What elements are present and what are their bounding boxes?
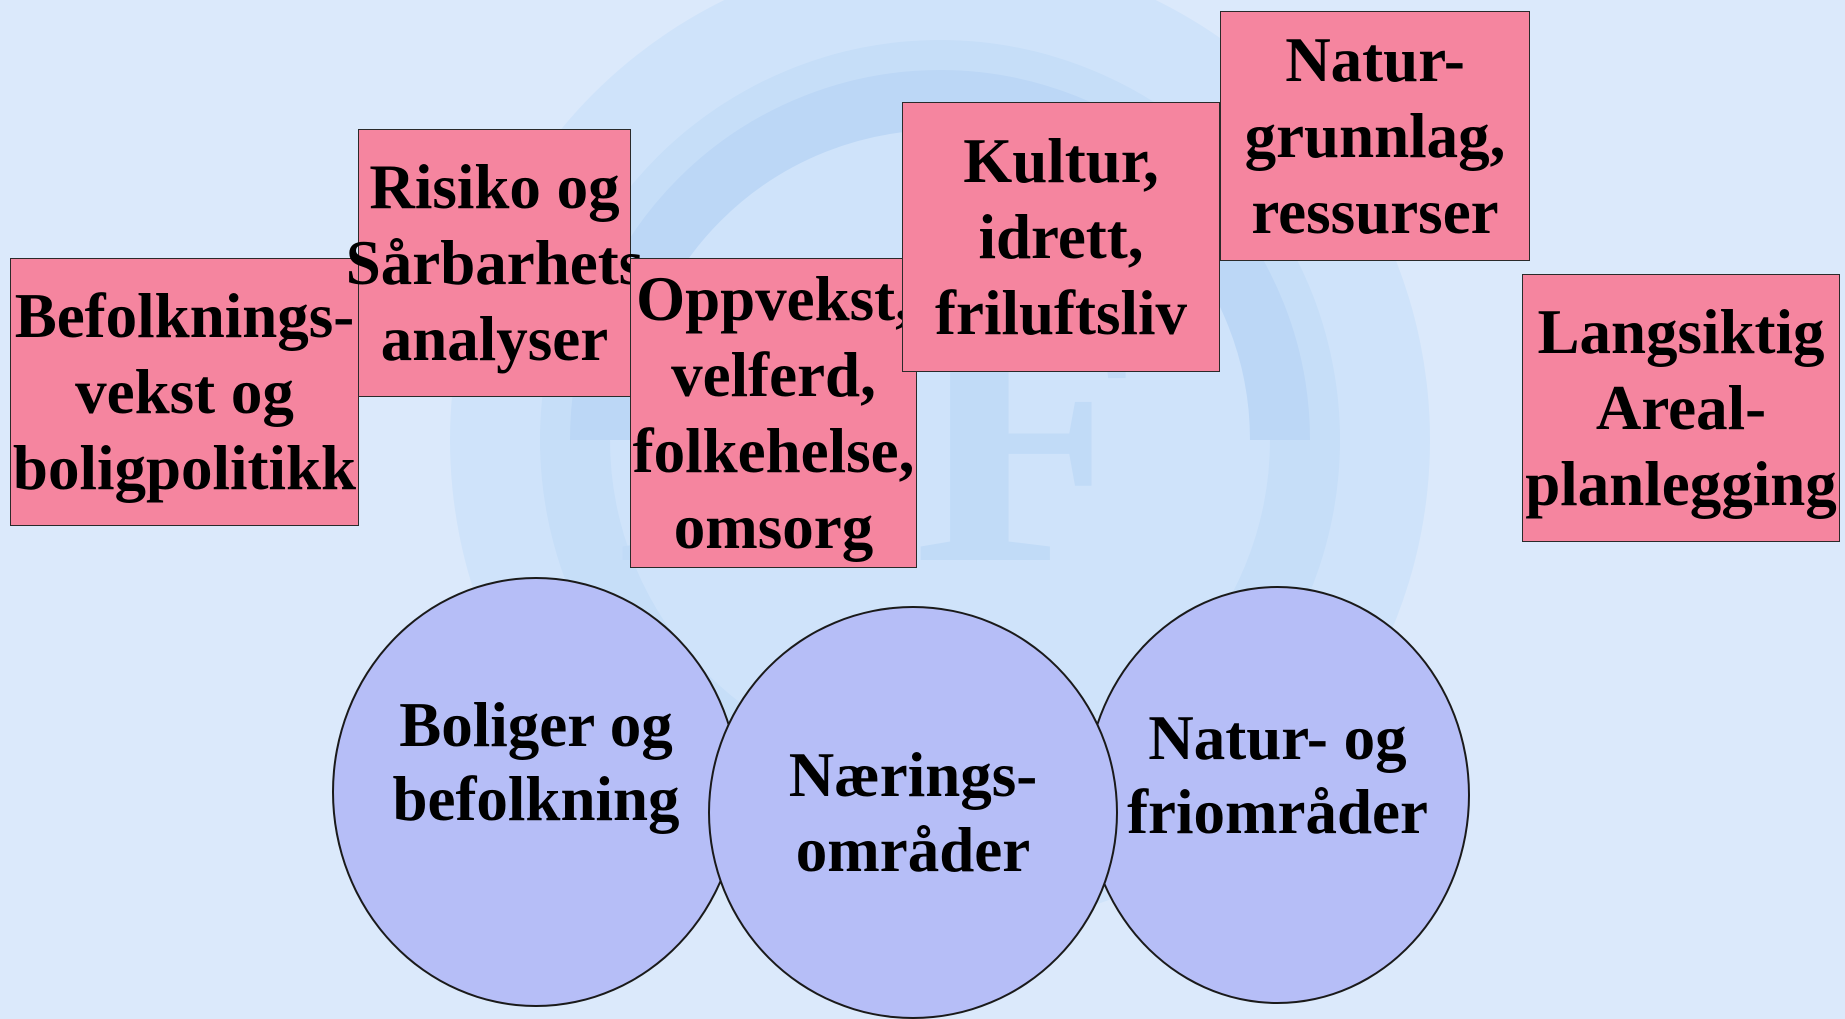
naeringsomrader-circle: Nærings- områder	[708, 606, 1118, 1019]
boliger-befolkning-circle: Boliger og befolkning	[332, 577, 740, 1007]
langsiktig-arealplanlegging-box: Langsiktig Areal- planlegging	[1522, 274, 1840, 542]
oppvekst-velferd-box: Oppvekst, velferd, folkehelse, omsorg	[630, 258, 917, 568]
naturgrunnlag-box: Natur- grunnlag, ressurser	[1220, 11, 1530, 261]
kultur-idrett-box: Kultur, idrett, friluftsliv	[902, 102, 1220, 372]
risiko-sarbarhet-box: Risiko og Sårbarhets analyser	[346, 129, 643, 397]
friomrader-circle: Natur- og friområder	[1085, 586, 1470, 1004]
befolkningsvekst-box: Befolknings- vekst og boligpolitikk	[10, 258, 359, 526]
